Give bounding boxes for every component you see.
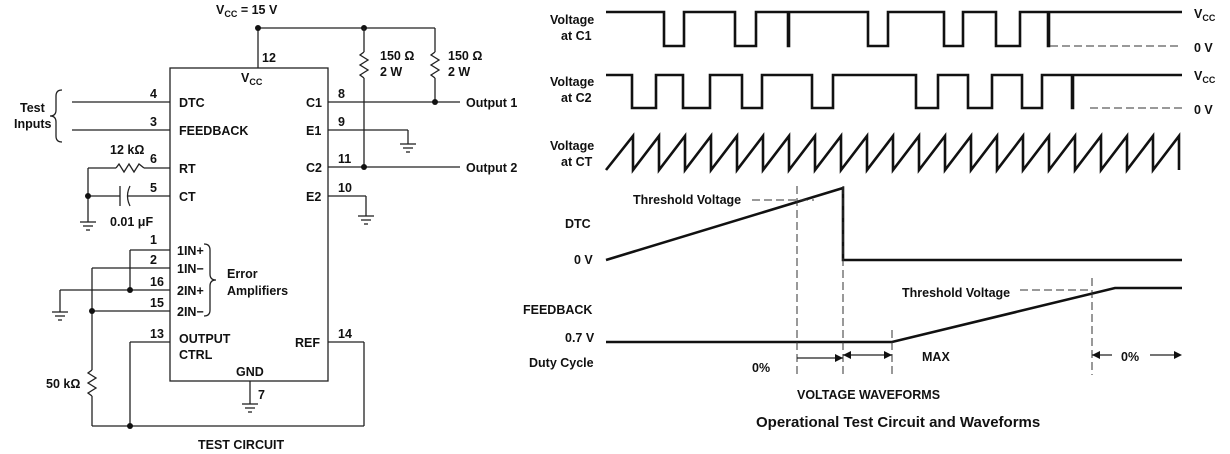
ground-icon [400,143,416,153]
waveforms: Voltage at C1 VCC 0 V Voltage at C2 VCC … [523,7,1216,431]
c2-zero-label: 0 V [1194,103,1213,117]
pin-label-e2: E2 [306,190,321,204]
pin-number-11: 11 [338,152,351,166]
pin-number-9: 9 [338,115,345,129]
ic-gnd-label: GND [236,365,264,379]
r2-resistor [429,51,441,79]
pin-number-13: 13 [150,327,164,341]
duty-cycle-label: Duty Cycle [529,356,594,370]
output2-label: Output 2 [466,161,517,175]
duty-zero-right-arrow [1092,351,1182,359]
duty-max-arrow [843,351,892,359]
pin-label-2in-minus: 2IN− [177,305,204,319]
waveforms-caption: VOLTAGE WAVEFORMS [797,388,940,402]
junction-dot [127,287,133,293]
duty-zero-left-arrow [797,354,843,362]
c1-waveform [606,10,1182,48]
pin-label-1in-plus: 1IN+ [177,244,204,258]
ct-sawtooth-waveform [604,132,1181,174]
duty-max-label: MAX [922,350,950,364]
c2-label-2: at C2 [561,91,592,105]
test-inputs-brace [49,89,63,143]
circuit-caption: TEST CIRCUIT [198,438,284,452]
figure-title: Operational Test Circuit and Waveforms [756,414,1040,431]
error-amp-label-1: Error [227,267,258,281]
r1-power: 2 W [380,65,402,79]
junction-dot [89,308,95,314]
pin-number-2: 2 [150,253,157,267]
pin-number-3: 3 [150,115,157,129]
pin-number-14: 14 [338,327,352,341]
junction-dot [85,193,91,199]
r2-power: 2 W [448,65,470,79]
junction-dot [361,164,367,170]
feedback-level-label: 0.7 V [565,331,595,345]
dtc-threshold-label: Threshold Voltage [633,193,741,207]
pin-label-ref: REF [295,336,320,350]
r1-value: 150 Ω [380,49,414,63]
test-inputs-label-1: Test [20,101,46,115]
pin-label-dtc: DTC [179,96,205,110]
pin-label-c2: C2 [306,161,322,175]
pin-label-2in-plus: 2IN+ [177,284,204,298]
pin-label-feedback: FEEDBACK [179,124,248,138]
pin-number-7: 7 [258,388,265,402]
pin-number-8: 8 [338,87,345,101]
r2-value: 150 Ω [448,49,482,63]
ground-icon [80,221,96,231]
ct-label-2: at CT [561,155,593,169]
pin-number-10: 10 [338,181,352,195]
ground-icon [52,311,68,321]
rt-resistor [115,162,145,174]
dtc-zero-label: 0 V [574,253,593,267]
pin-label-e1: E1 [306,124,321,138]
junction-dot [255,25,261,31]
pin-number-vcc: 12 [262,51,276,65]
pin-label-rt: RT [179,162,196,176]
ct-value: 0.01 μF [110,215,153,229]
r1-resistor [358,51,370,79]
pin-number-4: 4 [150,87,157,101]
c1-vcc-label: VCC [1194,7,1216,23]
r50k-resistor [86,369,98,397]
error-amp-brace [203,243,217,317]
duty-zero-right-label: 0% [1121,350,1139,364]
feedback-waveform [606,286,1182,344]
c2-label-1: Voltage [550,75,594,89]
c2-waveform [606,73,1182,110]
pin-number-5: 5 [150,181,157,195]
pin-label-output: OUTPUT [179,332,231,346]
ic-vcc-label: VCC [241,71,263,87]
test-circuit: VCC = 15 V VCC GND 12 150 Ω 2 W 150 Ω 2 … [14,3,517,452]
rt-value: 12 kΩ [110,143,144,157]
dtc-label: DTC [565,217,591,231]
pin-number-15: 15 [150,296,164,310]
c2-vcc-label: VCC [1194,69,1216,85]
feedback-threshold-label: Threshold Voltage [902,286,1010,300]
duty-zero-left-label: 0% [752,361,770,375]
ct-label-1: Voltage [550,139,594,153]
ground-icon [358,215,374,225]
c1-label-2: at C1 [561,29,592,43]
pin-label-1in-minus: 1IN− [177,262,204,276]
junction-dot [432,99,438,105]
pin-number-6: 6 [150,152,157,166]
pin-label-ctrl: CTRL [179,348,213,362]
error-amp-label-2: Amplifiers [227,284,288,298]
pin-label-ct: CT [179,190,196,204]
pin-number-16: 16 [150,275,164,289]
ground-icon [242,403,258,413]
feedback-label: FEEDBACK [523,303,592,317]
r50k-value: 50 kΩ [46,377,80,391]
ic-body [169,67,329,382]
output1-label: Output 1 [466,96,517,110]
junction-dot [127,423,133,429]
pin-number-1: 1 [150,233,157,247]
pin-label-c1: C1 [306,96,322,110]
vcc-supply-label: VCC = 15 V [216,3,278,19]
c1-label-1: Voltage [550,13,594,27]
c1-zero-label: 0 V [1194,41,1213,55]
test-inputs-label-2: Inputs [14,117,52,131]
